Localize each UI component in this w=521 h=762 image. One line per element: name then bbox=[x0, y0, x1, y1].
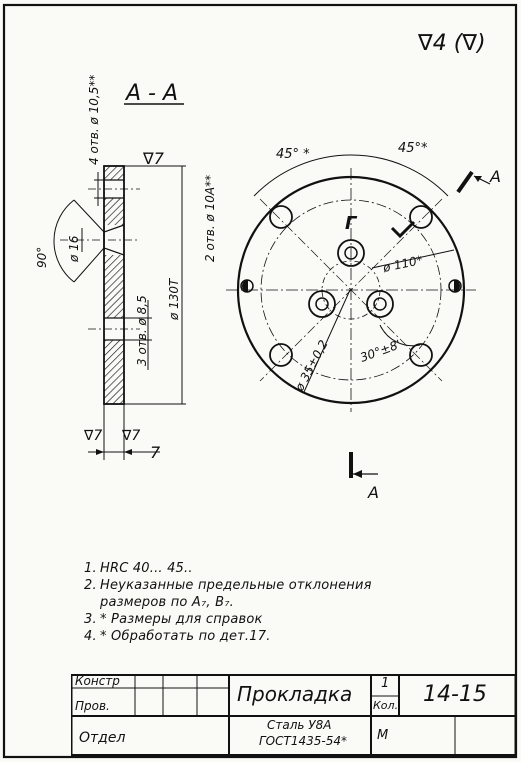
section-surface-mark: ∇7 bbox=[142, 149, 165, 168]
check-mark-icon bbox=[390, 220, 416, 239]
dim-circle-35: ø 35±0,2 bbox=[292, 338, 331, 395]
quantity: 1 bbox=[381, 676, 390, 691]
part-name: Прокладка bbox=[237, 682, 353, 706]
note-4: 4.* Обработать по дет.17. bbox=[84, 629, 271, 644]
note-2: 2.Неуказанные предельные отклонения bbox=[84, 578, 372, 593]
title-block-grid bbox=[71, 674, 516, 756]
title-row-design: Констр bbox=[75, 674, 120, 688]
note-2-cont: размеров по A₇, B₇. bbox=[100, 595, 234, 610]
pin-hole-right-fill bbox=[454, 280, 460, 292]
dim-angle-30: 30°±8' bbox=[358, 337, 403, 365]
dim-chamfer-diam: ø 16 bbox=[67, 235, 81, 263]
dim-angle-left: 45° * bbox=[276, 147, 310, 162]
dim-holes-2: 2 отв. ø 10А** bbox=[203, 175, 217, 262]
section-cut-top bbox=[456, 170, 491, 194]
center-mark: Г bbox=[345, 213, 358, 234]
drawing-number: 14-15 bbox=[423, 682, 487, 707]
roughness-general: ∇4 (∇) bbox=[417, 31, 486, 56]
sheet-frame bbox=[2, 3, 518, 759]
section-cut-bottom bbox=[349, 452, 378, 478]
dim-angle-right: 45°* bbox=[398, 141, 428, 156]
material-line2: ГОСТ1435-54* bbox=[259, 734, 347, 748]
dim-outer-diam: ø 130Т bbox=[167, 277, 181, 321]
quantity-label: Кол. bbox=[373, 699, 399, 712]
mass-mark: М bbox=[377, 728, 389, 743]
dim-holes-4: 4 отв. ø 10,5** bbox=[87, 75, 101, 165]
dim-chamfer-angle: 90° bbox=[35, 247, 49, 268]
material-line1: Сталь У8А bbox=[267, 718, 332, 732]
pin-hole-left-fill bbox=[242, 280, 248, 292]
plan-view bbox=[226, 154, 476, 412]
section-bottom-mark-right: ∇7 bbox=[121, 428, 140, 444]
section-plate-hatch bbox=[103, 165, 125, 405]
dim-holes-3: 3 отв. ø 8,5 bbox=[135, 295, 149, 366]
section-cut-letter-bottom: А bbox=[367, 483, 379, 502]
section-dimensions bbox=[53, 165, 186, 460]
title-row-dept: Отдел bbox=[79, 730, 126, 746]
section-view-label: А - А bbox=[124, 81, 178, 106]
section-hole-mid bbox=[105, 318, 123, 340]
note-3: 3.* Размеры для справок bbox=[84, 612, 263, 627]
note-1: 1.HRC 40... 45.. bbox=[84, 561, 193, 576]
section-bottom-mark-left: ∇7 bbox=[83, 428, 102, 444]
dim-circle-110: ø 110* bbox=[381, 253, 424, 275]
title-row-check: Пров. bbox=[75, 699, 110, 713]
dim-thickness: 7 bbox=[150, 443, 161, 462]
section-hole-top bbox=[105, 180, 123, 198]
title-block: Констр Пров. Отдел Прокладка 1 Кол. 14-1… bbox=[71, 674, 516, 756]
technical-notes: 1.HRC 40... 45.. 2.Неуказанные предельны… bbox=[84, 560, 514, 645]
section-cut-letter-top: А bbox=[489, 167, 501, 186]
section-body bbox=[60, 165, 140, 405]
